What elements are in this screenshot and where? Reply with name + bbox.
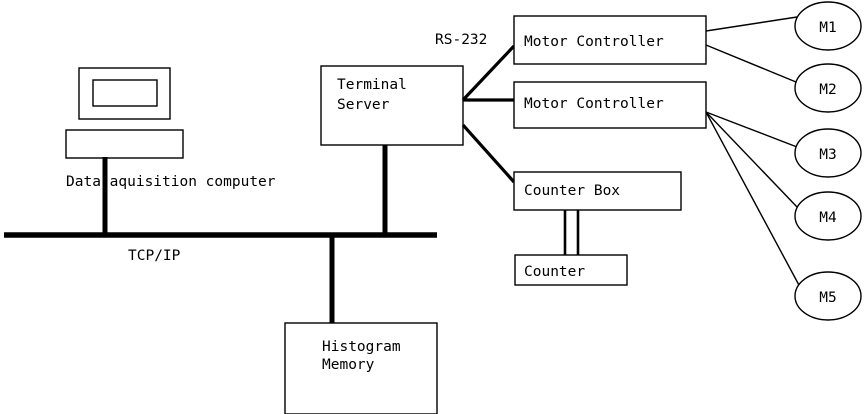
link-controller2-to-m3 bbox=[705, 111, 798, 148]
counter-label: Counter bbox=[524, 264, 585, 280]
motor-controller-2-node[interactable]: Motor Controller bbox=[513, 81, 707, 129]
motor-m1-ellipse bbox=[794, 1, 862, 51]
rs232-link-to-counter-box bbox=[461, 123, 516, 184]
motor-m2-label: M2 bbox=[819, 82, 836, 98]
counter-box-label: Counter Box bbox=[524, 183, 620, 199]
motor-controller-1-node[interactable]: Motor Controller bbox=[513, 15, 707, 65]
counter-box-node[interactable]: Counter Box bbox=[513, 171, 682, 211]
histogram-memory-node[interactable]: Histogram Memory bbox=[284, 234, 438, 414]
motor-controller-2-box bbox=[513, 81, 707, 129]
motor-m3-ellipse bbox=[794, 128, 862, 178]
rs232-link-label: RS-232 bbox=[435, 32, 487, 48]
motor-m5-label: M5 bbox=[819, 290, 836, 306]
rs232-link-to-motor-controller-1 bbox=[461, 44, 516, 102]
motor-controller-1-box bbox=[513, 15, 707, 65]
motor-m5-ellipse bbox=[794, 271, 862, 321]
link-controller1-to-m2 bbox=[705, 44, 797, 83]
terminal-server-label-line2: Server bbox=[337, 97, 390, 113]
data-acquisition-computer[interactable] bbox=[65, 67, 184, 236]
motor-m5[interactable]: M5 bbox=[794, 271, 862, 321]
motor-m4[interactable]: M4 bbox=[794, 191, 862, 241]
motor-m3[interactable]: M3 bbox=[794, 128, 862, 178]
terminal-server-node[interactable]: Terminal Server bbox=[320, 65, 464, 236]
link-controller1-to-m1 bbox=[705, 16, 798, 32]
monitor-screen bbox=[92, 79, 158, 107]
link-controller2-to-m5 bbox=[705, 111, 801, 288]
counter-node[interactable]: Counter bbox=[514, 254, 628, 286]
counter-box-rect bbox=[514, 254, 628, 286]
motor-controller-2-label: Motor Controller bbox=[524, 96, 664, 112]
motor-m4-ellipse bbox=[794, 191, 862, 241]
terminal-server-label-line1: Terminal bbox=[337, 77, 407, 93]
motor-controller-1-label: Motor Controller bbox=[524, 34, 664, 50]
histogram-memory-label-line1: Histogram bbox=[322, 339, 401, 355]
motor-m1[interactable]: M1 bbox=[794, 1, 862, 51]
computer-base-unit bbox=[65, 129, 184, 159]
bus-label-tcpip: TCP/IP bbox=[128, 248, 181, 264]
histogram-memory-box bbox=[284, 322, 438, 414]
counter-box-box bbox=[513, 171, 682, 211]
motor-m2[interactable]: M2 bbox=[794, 63, 862, 113]
terminal-server-box bbox=[320, 65, 464, 146]
histogram-memory-label-line2: Memory bbox=[322, 357, 375, 373]
motor-m4-label: M4 bbox=[819, 210, 837, 226]
motor-m3-label: M3 bbox=[819, 147, 836, 163]
motor-m1-label: M1 bbox=[819, 20, 836, 36]
workstation-caption: Data aquisition computer bbox=[66, 174, 276, 190]
link-controller2-to-m4 bbox=[705, 111, 799, 209]
motor-m2-ellipse bbox=[794, 63, 862, 113]
